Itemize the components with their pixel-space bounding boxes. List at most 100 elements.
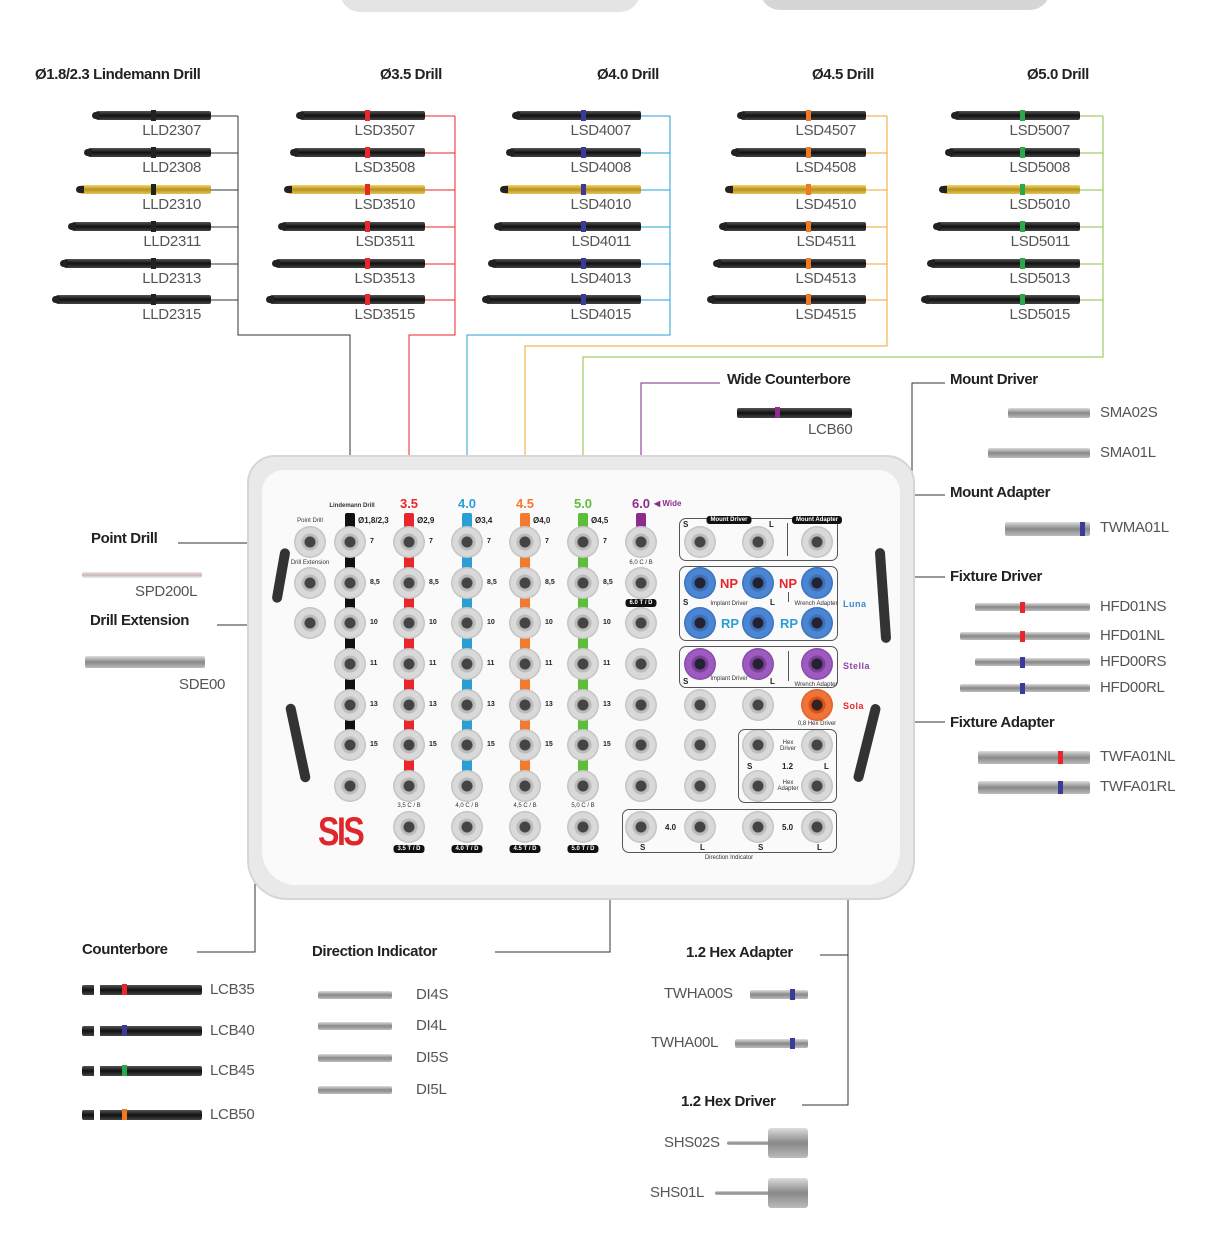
counterbore-tool[interactable] <box>82 1025 202 1036</box>
drill-tool[interactable] <box>290 147 425 158</box>
drill-tool[interactable] <box>731 147 866 158</box>
tray-hole[interactable] <box>742 811 774 843</box>
tray-hole[interactable] <box>451 648 483 680</box>
tray-hole[interactable] <box>393 607 425 639</box>
drill-tool[interactable] <box>933 221 1080 232</box>
tray-hole[interactable] <box>684 689 716 721</box>
tray-hole[interactable] <box>742 648 774 680</box>
tray-hole[interactable] <box>567 648 599 680</box>
drill-extension-tool[interactable] <box>85 656 205 668</box>
drill-tool[interactable] <box>500 184 641 195</box>
tray-hole[interactable] <box>393 729 425 761</box>
tray-hole[interactable] <box>451 689 483 721</box>
drill-tool[interactable] <box>945 147 1080 158</box>
drill-tool[interactable] <box>512 110 641 121</box>
tray-hole[interactable] <box>294 526 326 558</box>
fixture-driver-tool[interactable] <box>975 657 1090 668</box>
tray-hole[interactable] <box>684 648 716 680</box>
drill-tool[interactable] <box>737 110 866 121</box>
tray-hole[interactable] <box>625 526 657 558</box>
tray-hole[interactable] <box>509 689 541 721</box>
tray-hole[interactable] <box>801 607 833 639</box>
tray-hole[interactable] <box>509 811 541 843</box>
tray-hole[interactable] <box>509 648 541 680</box>
tray-hole[interactable] <box>567 729 599 761</box>
drill-tool[interactable] <box>92 110 211 121</box>
tray-hole[interactable] <box>451 770 483 802</box>
tray-hole[interactable] <box>567 770 599 802</box>
drill-tool[interactable] <box>84 147 211 158</box>
mount-adapter-tool[interactable] <box>1005 522 1090 536</box>
drill-tool[interactable] <box>68 221 211 232</box>
counterbore-tool[interactable] <box>82 984 202 995</box>
drill-tool[interactable] <box>272 258 425 269</box>
tray-hole[interactable] <box>393 648 425 680</box>
drill-tool[interactable] <box>939 184 1080 195</box>
hex-driver-knob[interactable] <box>768 1178 808 1208</box>
tray-hole[interactable] <box>334 770 366 802</box>
tray-hole[interactable] <box>294 567 326 599</box>
tray-hole[interactable] <box>567 526 599 558</box>
direction-indicator-tool[interactable] <box>318 991 392 999</box>
drill-tool[interactable] <box>707 294 866 305</box>
tray-hole[interactable] <box>684 607 716 639</box>
tray-hole[interactable] <box>567 689 599 721</box>
tray-hole[interactable] <box>334 567 366 599</box>
tray-hole[interactable] <box>451 607 483 639</box>
drill-tool[interactable] <box>921 294 1080 305</box>
tray-hole[interactable] <box>509 526 541 558</box>
drill-tool[interactable] <box>52 294 211 305</box>
drill-tool[interactable] <box>725 184 866 195</box>
tray-hole[interactable] <box>451 567 483 599</box>
tray-hole[interactable] <box>334 729 366 761</box>
tray-hole[interactable] <box>801 811 833 843</box>
drill-tool[interactable] <box>713 258 866 269</box>
counterbore-tool[interactable] <box>82 1065 202 1076</box>
drill-tool[interactable] <box>494 221 641 232</box>
fixture-driver-tool[interactable] <box>960 683 1090 694</box>
mount-driver-tool-s[interactable] <box>1008 408 1090 418</box>
tray-hole[interactable] <box>684 567 716 599</box>
tray-hole[interactable] <box>801 770 833 802</box>
drill-tool[interactable] <box>482 294 641 305</box>
tray-hole[interactable] <box>684 770 716 802</box>
hex-driver-knob[interactable] <box>768 1128 808 1158</box>
hex-adapter-tool[interactable] <box>750 989 808 1000</box>
mount-driver-tool-l[interactable] <box>988 448 1090 458</box>
direction-indicator-tool[interactable] <box>318 1022 392 1030</box>
drill-tool[interactable] <box>284 184 425 195</box>
drill-tool[interactable] <box>266 294 425 305</box>
tray-hole[interactable] <box>684 526 716 558</box>
tray-hole[interactable] <box>684 811 716 843</box>
drill-tool[interactable] <box>506 147 641 158</box>
tray-hole[interactable] <box>393 770 425 802</box>
tray-hole[interactable] <box>625 648 657 680</box>
drill-tool[interactable] <box>927 258 1080 269</box>
drill-tool[interactable] <box>60 258 211 269</box>
drill-tool[interactable] <box>719 221 866 232</box>
tray-hole[interactable] <box>801 648 833 680</box>
wide-counterbore-tool[interactable] <box>737 407 852 418</box>
tray-hole[interactable] <box>684 729 716 761</box>
tray-hole[interactable] <box>742 567 774 599</box>
hex-driver-shaft[interactable] <box>727 1141 787 1145</box>
fixture-driver-tool[interactable] <box>960 631 1090 642</box>
counterbore-tool[interactable] <box>82 1109 202 1120</box>
drill-tool[interactable] <box>76 184 211 195</box>
fixture-driver-tool[interactable] <box>975 602 1090 613</box>
fixture-adapter-tool[interactable] <box>978 751 1090 764</box>
tray-hole[interactable] <box>334 607 366 639</box>
direction-indicator-tool[interactable] <box>318 1086 392 1094</box>
tray-hole[interactable] <box>334 689 366 721</box>
tray-hole[interactable] <box>294 607 326 639</box>
tray-hole[interactable] <box>625 607 657 639</box>
tray-hole[interactable] <box>567 607 599 639</box>
tray-hole[interactable] <box>509 729 541 761</box>
tray-hole[interactable] <box>393 526 425 558</box>
tray-hole[interactable] <box>334 526 366 558</box>
tray-hole[interactable] <box>742 729 774 761</box>
tray-hole[interactable] <box>801 526 833 558</box>
tray-hole[interactable] <box>334 648 366 680</box>
tray-hole[interactable] <box>742 526 774 558</box>
tray-hole[interactable] <box>393 811 425 843</box>
